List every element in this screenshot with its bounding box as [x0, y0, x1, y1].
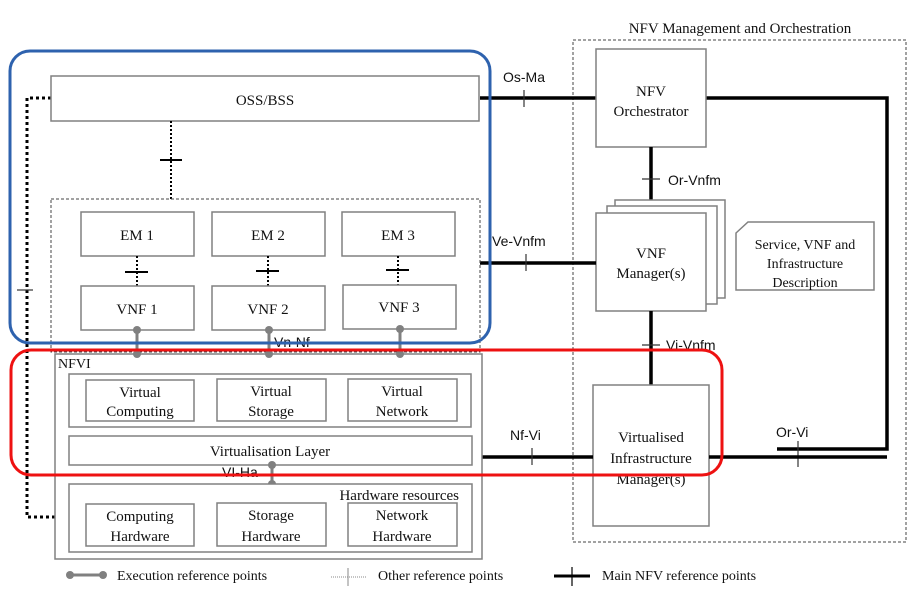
vim-line2: Infrastructure	[610, 451, 692, 467]
hardware-resources-label: Hardware resources	[339, 488, 459, 504]
legend-execution-label: Execution reference points	[117, 569, 267, 584]
oss-bss	[50, 75, 480, 122]
vnf-3	[342, 284, 457, 330]
oss-to-hardware-dotted	[25, 96, 70, 519]
orchestrator-line2: Orchestrator	[614, 104, 689, 120]
computing-hardware-line1: Computing	[106, 509, 174, 525]
descriptor-line1: Service, VNF and	[755, 238, 855, 253]
virtualisation-layer-label: Virtualisation Layer	[210, 444, 330, 460]
virtual-computing-line2: Computing	[106, 404, 174, 420]
virtual-computing-line1: Virtual	[119, 385, 161, 401]
nfvi-label: NFVI	[58, 357, 91, 372]
or-vi-label: Or-Vi	[776, 424, 808, 440]
nfv-orchestrator	[595, 48, 707, 148]
em-2-label: EM 2	[251, 228, 285, 244]
vnf-manager-line1: VNF	[636, 246, 666, 262]
network-hardware-line1: Network	[376, 508, 429, 524]
blue-highlight-box	[8, 49, 492, 345]
em-3	[341, 211, 456, 257]
storage-hardware-line1: Storage	[248, 508, 294, 524]
computing-hardware	[85, 503, 195, 547]
oss-bss-label: OSS/BSS	[236, 93, 294, 109]
legend-other-icon	[331, 568, 366, 586]
vnf-manager-line2: Manager(s)	[616, 266, 685, 282]
descriptor-line2: Infrastructure	[767, 257, 843, 272]
vnf-2-label: VNF 2	[247, 302, 288, 318]
virtual-computing	[85, 379, 195, 422]
legend-execution-icon	[66, 571, 107, 579]
em-3-label: EM 3	[381, 228, 415, 244]
em-1	[80, 211, 195, 257]
storage-hardware-line2: Hardware	[241, 529, 300, 545]
descriptor-box	[735, 221, 875, 291]
vnf-container	[50, 198, 481, 353]
computing-hardware-line2: Hardware	[110, 529, 169, 545]
red-highlight-box	[9, 348, 724, 477]
descriptor-line3: Description	[772, 276, 837, 291]
virtual-storage-line1: Virtual	[250, 384, 292, 400]
network-hardware-line2: Hardware	[372, 529, 431, 545]
vnf-1	[80, 285, 195, 331]
em-1-label: EM 1	[120, 228, 154, 244]
legend-other-label: Other reference points	[378, 569, 503, 584]
vi-ha-label: VI-Ha	[222, 464, 258, 480]
storage-hardware	[216, 502, 327, 547]
vim	[592, 384, 710, 527]
legend: Execution reference points Other referen…	[66, 567, 756, 586]
or-vnfm-label: Or-Vnfm	[668, 172, 721, 188]
legend-main-label: Main NFV reference points	[602, 569, 756, 584]
orchestrator-line1: NFV	[636, 84, 666, 100]
virtual-storage-line2: Storage	[248, 404, 294, 420]
vnf-manager	[595, 212, 707, 312]
os-ma-label: Os-Ma	[503, 69, 545, 85]
vnf-1-label: VNF 1	[116, 302, 157, 318]
virtual-network-line1: Virtual	[381, 384, 423, 400]
ve-vnfm-label: Ve-Vnfm	[492, 233, 546, 249]
vnf-3-label: VNF 3	[378, 300, 419, 316]
or-vi-bus	[706, 96, 889, 451]
vnf-2	[211, 285, 326, 331]
virtual-network-line2: Network	[376, 404, 429, 420]
virtual-network	[347, 378, 458, 422]
mano-title: NFV Management and Orchestration	[629, 21, 852, 37]
nf-vi-label: Nf-Vi	[510, 427, 541, 443]
legend-main-icon	[554, 567, 590, 586]
virtual-storage	[216, 378, 327, 422]
mano-container	[572, 39, 907, 543]
network-hardware	[347, 502, 458, 547]
vim-line1: Virtualised	[618, 430, 684, 446]
